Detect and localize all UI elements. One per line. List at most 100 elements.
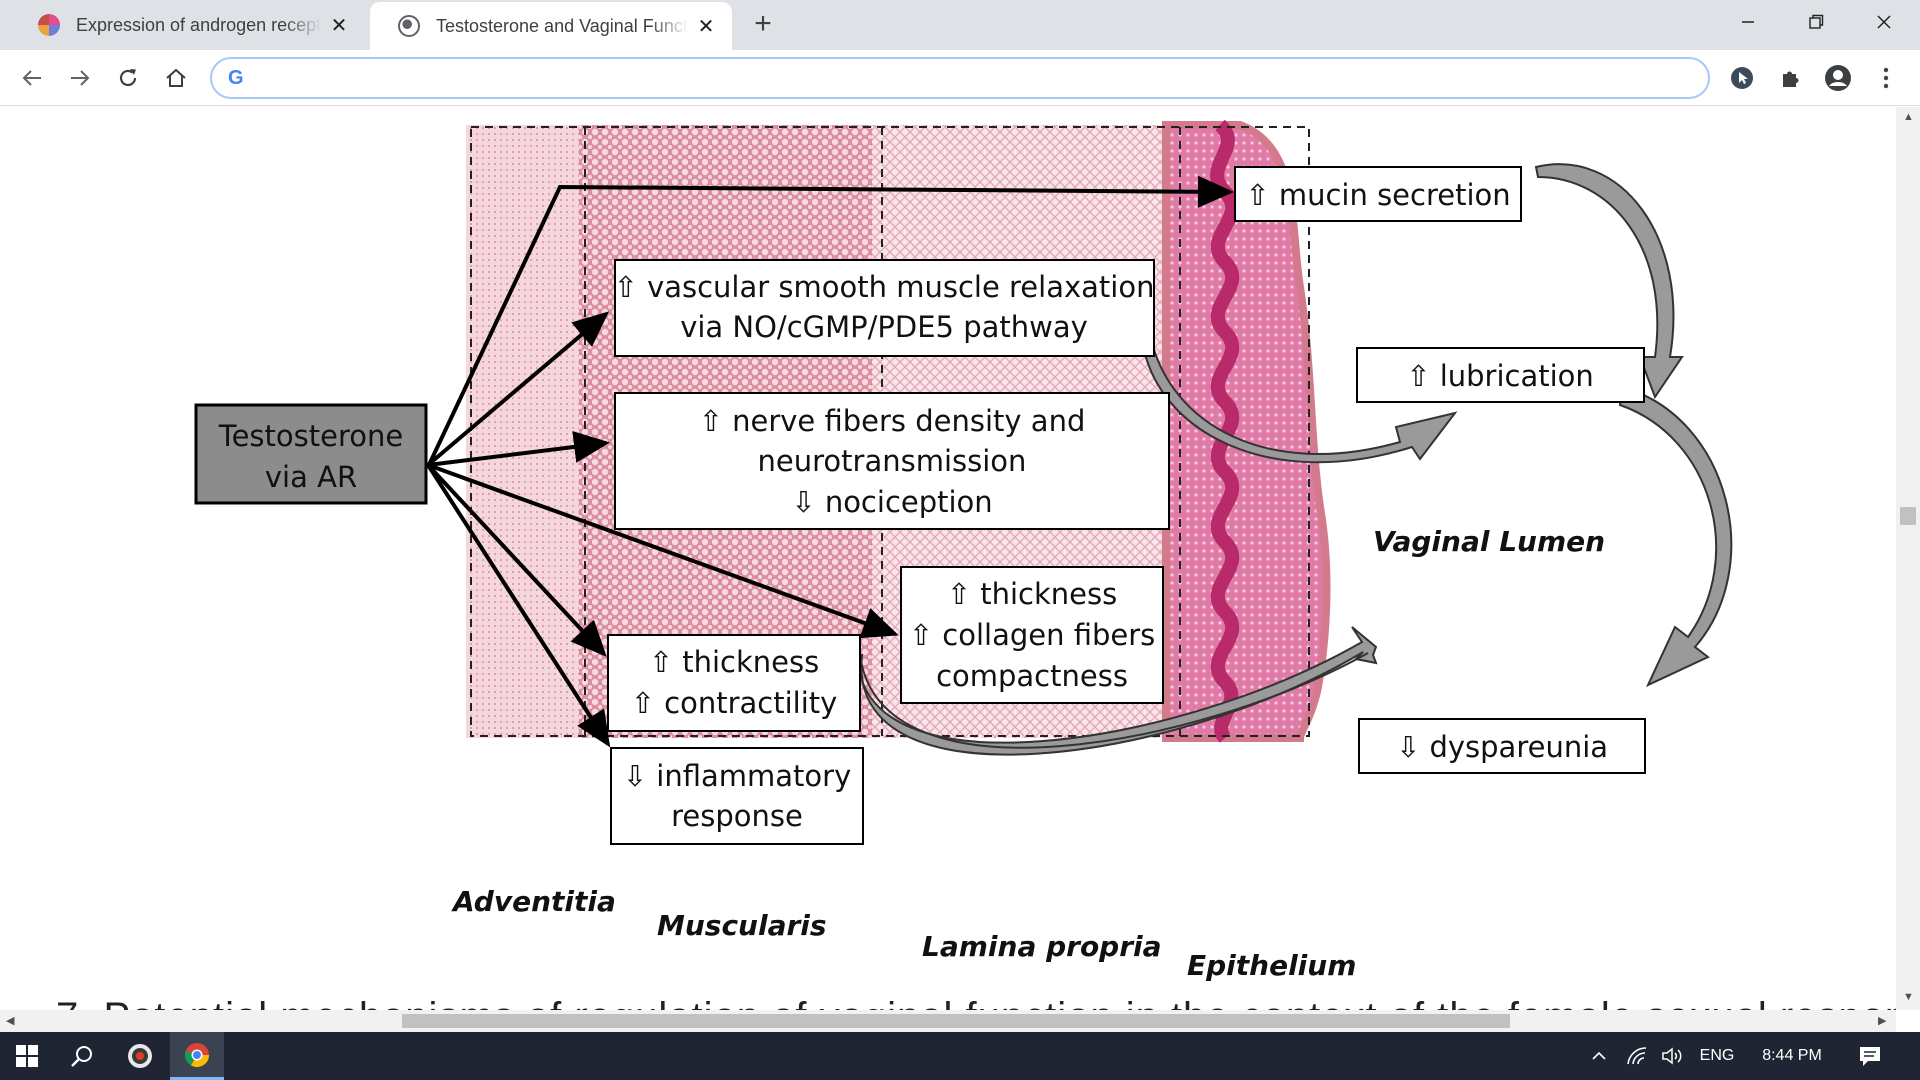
avatar-icon xyxy=(1825,65,1851,91)
taskbar-app-chrome[interactable] xyxy=(170,1032,224,1080)
collagen-box xyxy=(900,566,1164,704)
page-viewport: Testosterone via AR ⇧ mucin secretion ⇧ … xyxy=(0,107,1896,1010)
contractility-label-line2: ⇧ contractility xyxy=(631,686,838,720)
restore-button[interactable] xyxy=(1782,0,1850,44)
inflammatory-label-line2: response xyxy=(671,799,803,833)
curved-arrow-mucin-to-lubrication xyxy=(1534,163,1684,400)
testosterone-label-line2: via AR xyxy=(265,460,357,494)
mucin-box xyxy=(1234,166,1522,222)
taskbar-app-recorder[interactable] xyxy=(116,1032,164,1080)
curved-arrow-muscularis-to-dyspareunia xyxy=(856,626,1378,756)
scroll-down-icon[interactable]: ▼ xyxy=(1903,991,1914,1003)
extensions-button[interactable] xyxy=(1772,60,1808,96)
nerve-label-line2: neurotransmission xyxy=(758,444,1027,478)
profile-button[interactable] xyxy=(1820,60,1856,96)
scroll-right-icon[interactable]: ▶ xyxy=(1878,1015,1887,1027)
arrow-left-icon xyxy=(22,70,41,86)
epithelium-label: Epithelium xyxy=(1187,949,1356,982)
black-arrows xyxy=(426,175,1234,748)
vertical-scroll-thumb[interactable] xyxy=(1900,507,1916,525)
adventitia-label: Adventitia xyxy=(451,885,616,918)
network-button[interactable] xyxy=(1620,1032,1654,1080)
action-center-button[interactable] xyxy=(1848,1032,1892,1080)
tab-testosterone-vaginal[interactable]: Testosterone and Vaginal Function ✕ xyxy=(370,2,732,50)
tab-title: Expression of androgen receptor xyxy=(76,14,321,35)
new-tab-button[interactable]: + xyxy=(754,7,772,40)
start-button[interactable] xyxy=(0,1032,54,1080)
lubrication-box xyxy=(1356,347,1645,403)
close-tab-icon[interactable]: ✕ xyxy=(697,15,715,38)
reload-button[interactable] xyxy=(110,60,146,96)
extension-cursor-button[interactable] xyxy=(1724,60,1760,96)
close-icon xyxy=(1877,15,1891,29)
lubrication-label: ⇧ lubrication xyxy=(1406,359,1594,393)
home-button[interactable] xyxy=(158,60,194,96)
google-g-icon: G xyxy=(228,66,244,89)
minimize-button[interactable] xyxy=(1714,0,1782,44)
close-tab-icon[interactable]: ✕ xyxy=(330,14,348,37)
collagen-label-line2: ⇧ collagen fibers xyxy=(909,618,1156,652)
windows-logo-icon xyxy=(16,1045,38,1067)
collagen-label-line1: ⇧ thickness xyxy=(947,577,1118,611)
nerve-label-line3: ⇩ nociception xyxy=(791,485,992,519)
input-language[interactable]: ENG xyxy=(1699,1047,1735,1064)
close-window-button[interactable] xyxy=(1850,0,1918,44)
vertical-scrollbar[interactable]: ▲ ▼ xyxy=(1896,107,1920,1010)
vascular-label-line1: ⇧ vascular smooth muscle relaxation xyxy=(614,270,1155,304)
lamina-propria-label: Lamina propria xyxy=(922,930,1162,963)
curved-arrow-lubrication-to-dyspareunia xyxy=(1618,385,1733,688)
home-icon xyxy=(166,68,186,87)
windows-taskbar: ENG 8:44 PM xyxy=(0,1032,1920,1080)
dyspareunia-box xyxy=(1358,718,1646,774)
horizontal-scroll-thumb[interactable] xyxy=(402,1014,1510,1028)
adventitia-layer xyxy=(466,125,579,738)
vaginal-lumen-label: Vaginal Lumen xyxy=(1373,525,1605,558)
record-app-icon xyxy=(128,1044,152,1068)
contractility-label-line1: ⇧ thickness xyxy=(649,645,820,679)
contractility-box xyxy=(607,634,861,732)
inflammatory-label-line1: ⇩ inflammatory xyxy=(623,759,851,793)
minimize-icon xyxy=(1742,21,1754,23)
clock[interactable]: 8:44 PM xyxy=(1762,1047,1822,1064)
reload-icon xyxy=(119,69,137,87)
tab-expression-androgen[interactable]: Expression of androgen receptor ✕ xyxy=(10,0,365,50)
puzzle-icon xyxy=(1783,71,1799,87)
mechanism-diagram: Testosterone via AR ⇧ mucin secretion ⇧ … xyxy=(194,119,1733,982)
url-input[interactable] xyxy=(260,68,1708,88)
chevron-up-icon xyxy=(1592,1051,1606,1060)
wifi-icon xyxy=(1627,1047,1647,1065)
forward-button[interactable] xyxy=(62,60,98,96)
tab-title: Testosterone and Vaginal Function xyxy=(436,15,688,36)
arrow-right-icon xyxy=(71,70,90,86)
chrome-icon xyxy=(184,1042,209,1067)
search-button[interactable] xyxy=(58,1032,106,1080)
search-icon xyxy=(71,1046,92,1067)
testosterone-label-line1: Testosterone xyxy=(218,419,403,453)
tab-strip: Expression of androgen receptor ✕ Testos… xyxy=(0,0,1920,50)
mucin-label: ⇧ mucin secretion xyxy=(1245,178,1510,212)
cursor-extension-icon xyxy=(1731,67,1753,89)
browser-toolbar: G xyxy=(0,50,1920,106)
show-hidden-icons-button[interactable] xyxy=(1584,1032,1614,1080)
address-bar[interactable]: G xyxy=(210,57,1710,99)
scroll-up-icon[interactable]: ▲ xyxy=(1903,111,1914,123)
globe-icon xyxy=(398,15,420,37)
restore-icon xyxy=(1809,14,1824,29)
horizontal-scrollbar[interactable]: ◀ ▶ xyxy=(0,1010,1896,1032)
inflammatory-box xyxy=(610,747,864,845)
volume-button[interactable] xyxy=(1656,1032,1690,1080)
curved-arrow-vascular-to-lubrication xyxy=(1140,333,1458,464)
scroll-left-icon[interactable]: ◀ xyxy=(6,1015,15,1027)
site-favicon-icon xyxy=(38,14,60,36)
more-vert-icon xyxy=(1883,67,1889,89)
notification-icon xyxy=(1860,1047,1880,1066)
menu-button[interactable] xyxy=(1868,60,1904,96)
figure-caption-partial: 7. Potential mechanisms of regulation of… xyxy=(56,995,1896,1010)
vascular-box xyxy=(614,259,1155,357)
vascular-label-line2: via NO/cGMP/PDE5 pathway xyxy=(680,310,1088,344)
muscularis-label: Muscularis xyxy=(657,909,827,942)
back-button[interactable] xyxy=(14,60,50,96)
nerve-box xyxy=(614,392,1170,530)
nerve-label-line1: ⇧ nerve fibers density and xyxy=(699,404,1086,438)
dyspareunia-label: ⇩ dyspareunia xyxy=(1396,730,1608,764)
